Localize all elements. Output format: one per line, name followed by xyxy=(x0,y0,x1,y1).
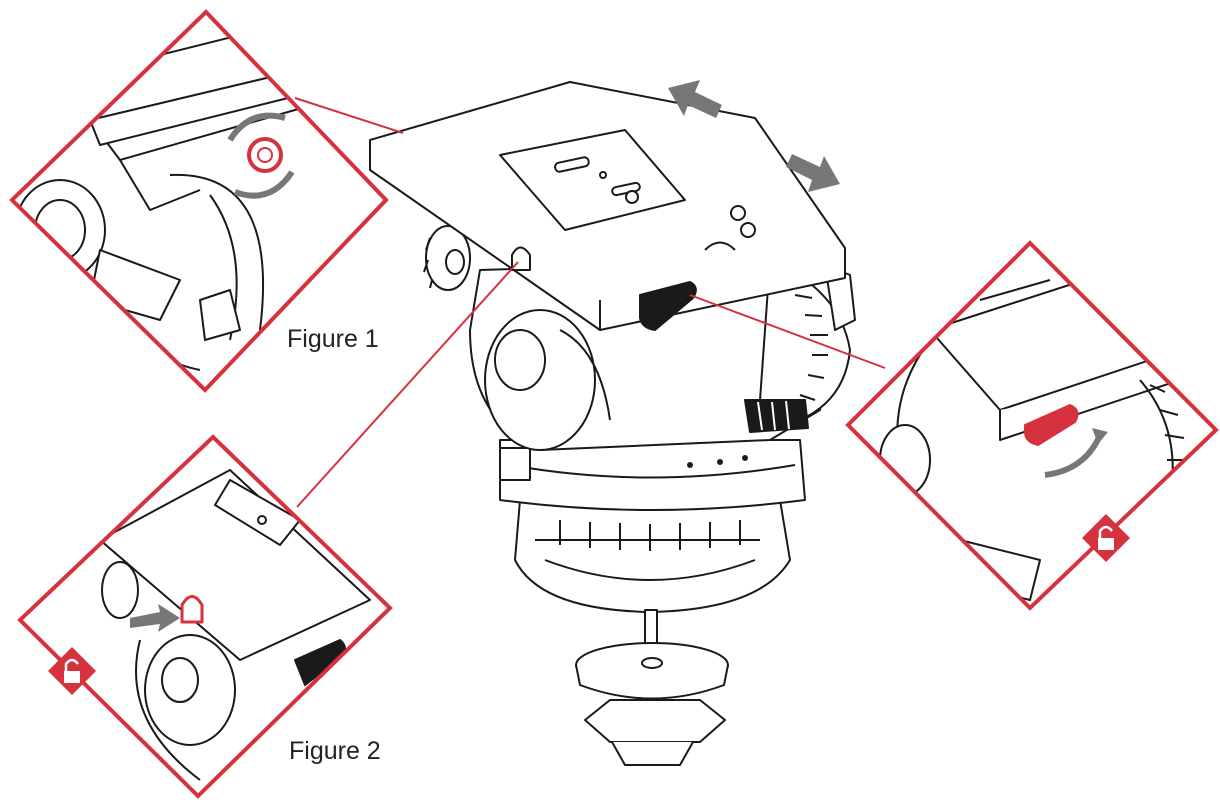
slide-arrows-icon xyxy=(668,80,840,192)
tilt-lock-knob xyxy=(744,399,809,433)
figure-2-diamond xyxy=(17,434,393,799)
pan-ring xyxy=(499,439,806,511)
plate-lever xyxy=(639,281,697,331)
figure-2-label: Figure 2 xyxy=(289,737,381,765)
figure-3-diamond xyxy=(845,240,1219,611)
rotate-arrow-icon xyxy=(1044,433,1103,478)
rotate-arrows-icon xyxy=(227,112,286,142)
lock-open-badge-icon xyxy=(1082,514,1130,562)
red-safety-pin-icon xyxy=(180,595,204,624)
figure-1-label: Figure 1 xyxy=(287,325,379,353)
leveling-bowl xyxy=(514,499,791,613)
side-knob xyxy=(423,225,471,291)
quick-release-plate xyxy=(369,81,846,331)
callout-lines xyxy=(294,97,886,508)
head-body xyxy=(469,259,824,451)
tie-down-handle xyxy=(575,642,729,766)
fluid-head-main xyxy=(369,81,856,766)
lock-open-badge-icon xyxy=(48,647,96,695)
push-arrow-icon xyxy=(130,604,180,632)
red-lever-icon xyxy=(1024,404,1079,446)
